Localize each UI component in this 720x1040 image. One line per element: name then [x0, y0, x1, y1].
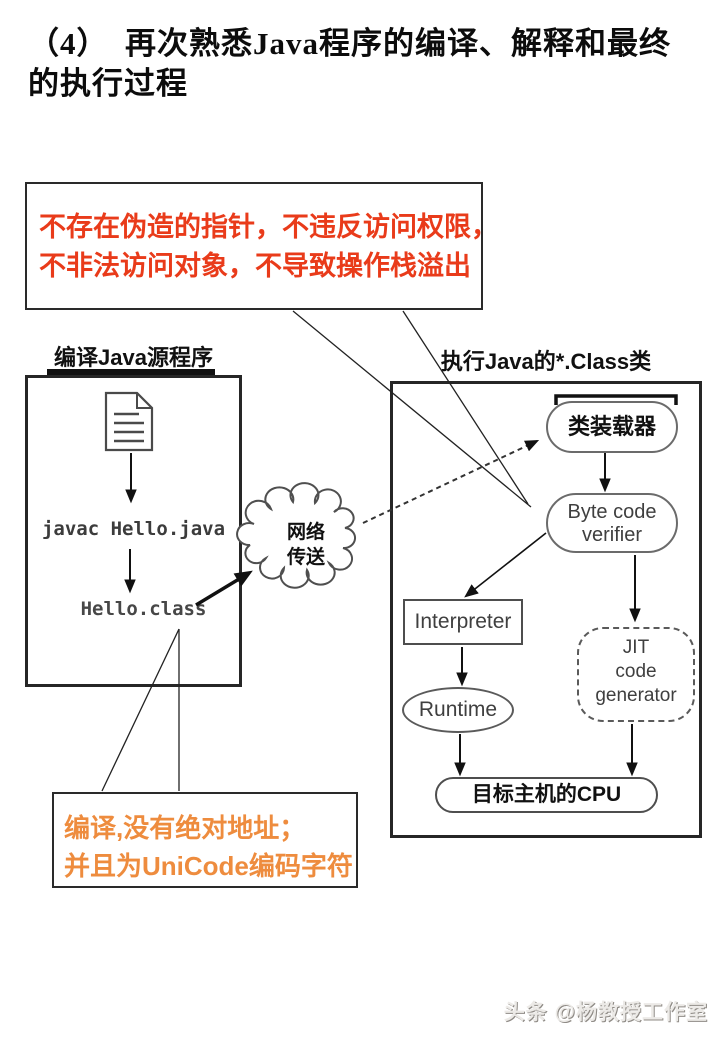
class-loader-node: 类装载器 [546, 401, 678, 453]
jit-line2: code [615, 661, 657, 682]
bytecode-verifier-node: Byte code verifier [546, 493, 678, 553]
watermark: 头条 @杨教授工作室 [503, 1001, 708, 1024]
bytecode-verifier-line1: Byte code [567, 501, 657, 523]
compile-note-line1: 编译,没有绝对地址； [64, 813, 306, 843]
page-title-line2: 的执行过程 [28, 66, 188, 101]
compile-panel-title-underline [47, 369, 215, 375]
page-title: （4） 再次熟悉Java程序的编译、解释和最终 的执行过程 [28, 24, 704, 104]
javac-command-label: javac Hello.java [41, 518, 226, 540]
execute-panel [390, 381, 702, 838]
runtime-node: Runtime [402, 687, 514, 733]
compile-panel-title: 编译Java源程序 [54, 345, 213, 370]
jit-line1: JIT [622, 637, 650, 658]
interpreter-node: Interpreter [403, 599, 523, 645]
compile-note-callout: 编译,没有绝对地址； 并且为UniCode编码字符 [52, 792, 358, 888]
network-cloud-label-line2: 传送 [286, 547, 325, 568]
target-cpu-node: 目标主机的CPU [435, 777, 658, 813]
jit-line3: generator [595, 685, 677, 706]
jit-generator-node: JIT code generator [577, 627, 695, 722]
execute-panel-title: 执行Java的*.Class类 [440, 349, 652, 374]
security-note-line1: 不存在伪造的指针，不违反访问权限， [39, 212, 498, 242]
security-note-callout: 不存在伪造的指针，不违反访问权限， 不非法访问对象，不导致操作栈溢出 [25, 182, 498, 310]
page-title-line1: （4） 再次熟悉Java程序的编译、解释和最终 [28, 26, 671, 61]
bytecode-verifier-line2: verifier [581, 524, 642, 546]
compile-note-line2: 并且为UniCode编码字符 [64, 851, 353, 881]
class-file-label: Hello.class [80, 598, 207, 620]
network-cloud-label: 网络 传送 [262, 520, 350, 570]
network-cloud-label-line1: 网络 [286, 522, 325, 543]
security-note-line2: 不非法访问对象，不导致操作栈溢出 [39, 251, 471, 281]
